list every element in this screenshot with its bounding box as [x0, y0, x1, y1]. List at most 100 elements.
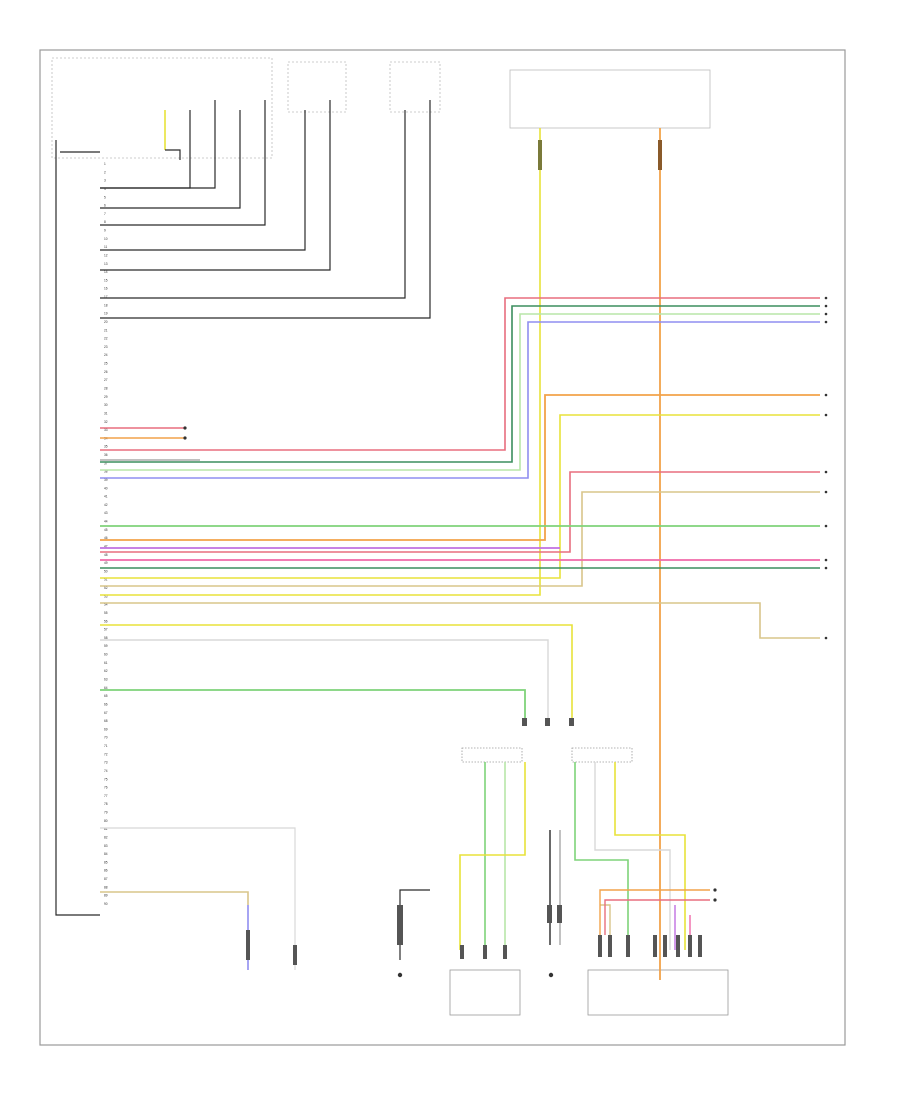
- black-wire: [100, 100, 331, 271]
- diagram-frame: [39, 49, 846, 1046]
- pin-number: 15: [104, 278, 108, 282]
- pin-number: 29: [104, 395, 108, 399]
- pin-number: 16: [104, 287, 108, 291]
- right-harness-wire: [100, 305, 820, 463]
- mid-sensor-terminal: [557, 905, 562, 923]
- right-terminal-dot: [824, 413, 828, 417]
- pin-number: 72: [104, 752, 108, 756]
- pin-number: 9: [104, 229, 106, 233]
- splice-dot: [713, 888, 717, 892]
- right-harness-wire: [100, 297, 820, 451]
- pin-number: 31: [104, 411, 108, 415]
- right-terminal-dot: [824, 320, 828, 324]
- pin-number: 10: [104, 237, 108, 241]
- pin-number: 19: [104, 312, 108, 316]
- right-terminal-dot: [824, 490, 828, 494]
- pin-number: 47: [104, 545, 108, 549]
- pin-number: 51: [104, 578, 108, 582]
- pin-number: 73: [104, 761, 108, 765]
- pin-number: 82: [104, 836, 108, 840]
- pin-number: 22: [104, 337, 108, 341]
- pin-number: 33: [104, 428, 108, 432]
- connector-left-box: [461, 747, 523, 763]
- pin-number: 45: [104, 528, 108, 532]
- pin-number: 41: [104, 495, 108, 499]
- pin-number: 67: [104, 711, 108, 715]
- pin-number: 26: [104, 370, 108, 374]
- lower-left-terminal: [246, 930, 250, 960]
- yellow-feed-fuse-1: [100, 128, 541, 596]
- mid-sensor-terminal: [547, 905, 552, 923]
- grey-lower-left: [100, 827, 296, 970]
- splice-dot: [183, 436, 187, 440]
- component-box-top-left: [51, 57, 273, 159]
- ground-terminal: [397, 905, 403, 945]
- amp-right-terminal: [653, 935, 657, 957]
- amp-right-terminal: [598, 935, 602, 957]
- splice-dot: [183, 426, 187, 430]
- pin-number: 35: [104, 445, 108, 449]
- pin-number: 14: [104, 270, 108, 274]
- pin-number: 21: [104, 328, 108, 332]
- pin-number: 75: [104, 777, 108, 781]
- right-terminal-dot: [824, 393, 828, 397]
- wire-layer: [55, 100, 820, 980]
- splice-dot: [713, 898, 717, 902]
- yellow-down-1: [100, 624, 573, 725]
- pin-number: 46: [104, 536, 108, 540]
- white-to-amp-2: [594, 762, 671, 950]
- connector-right-box: [571, 747, 633, 763]
- pin-number: 55: [104, 611, 108, 615]
- pin-number: 56: [104, 619, 108, 623]
- fuse-2-marker: [658, 140, 662, 170]
- right-harness-wire: [100, 313, 820, 471]
- yellow-wire-1: [100, 414, 820, 579]
- pin-number: 57: [104, 628, 108, 632]
- orange-wire-1: [100, 394, 820, 541]
- amplifier-left-box: [449, 969, 521, 1016]
- pin-number: 88: [104, 885, 108, 889]
- pin-number: 20: [104, 320, 108, 324]
- pin-number: 63: [104, 678, 108, 682]
- pin-number: 37: [104, 461, 108, 465]
- pin-number: 38: [104, 470, 108, 474]
- amp-left-terminal: [483, 945, 487, 959]
- amp-left-terminal: [503, 945, 507, 959]
- black-wire: [100, 110, 306, 251]
- black-wire: [100, 100, 266, 226]
- right-terminal-dot: [824, 636, 828, 640]
- pin-number: 60: [104, 653, 108, 657]
- pin-number: 84: [104, 852, 108, 856]
- pin-number: 83: [104, 844, 108, 848]
- pin-number: 78: [104, 802, 108, 806]
- green-to-amp-2: [574, 762, 629, 950]
- pin-number: 61: [104, 661, 108, 665]
- black-wire: [100, 100, 431, 319]
- yellow-to-amp-2: [614, 762, 686, 950]
- pin-number: 44: [104, 520, 108, 524]
- pin-number: 6: [104, 204, 106, 208]
- pin-number: 50: [104, 569, 108, 573]
- right-terminal-dot: [824, 566, 828, 570]
- amp-right-terminal: [688, 935, 692, 957]
- yellow-to-amp-1: [459, 762, 526, 950]
- pin-number: 79: [104, 811, 108, 815]
- component-box-top-right: [509, 69, 711, 129]
- red-bracket: [604, 899, 710, 935]
- pin-number: 80: [104, 819, 108, 823]
- pin-number: 11: [104, 245, 108, 249]
- grey-down-1: [100, 639, 549, 725]
- lower-components: [449, 747, 729, 1016]
- pin-number: 49: [104, 561, 108, 565]
- pin-number: 52: [104, 586, 108, 590]
- orange-bracket: [599, 889, 710, 935]
- pin-number: 3: [104, 179, 106, 183]
- pin-number: 53: [104, 594, 108, 598]
- pin-number-column: 1234567891011121314151617181920212223242…: [104, 162, 108, 906]
- pin-number: 64: [104, 686, 108, 690]
- amp-left-terminal: [460, 945, 464, 959]
- pin-number: 59: [104, 644, 108, 648]
- black-jumper: [165, 149, 181, 160]
